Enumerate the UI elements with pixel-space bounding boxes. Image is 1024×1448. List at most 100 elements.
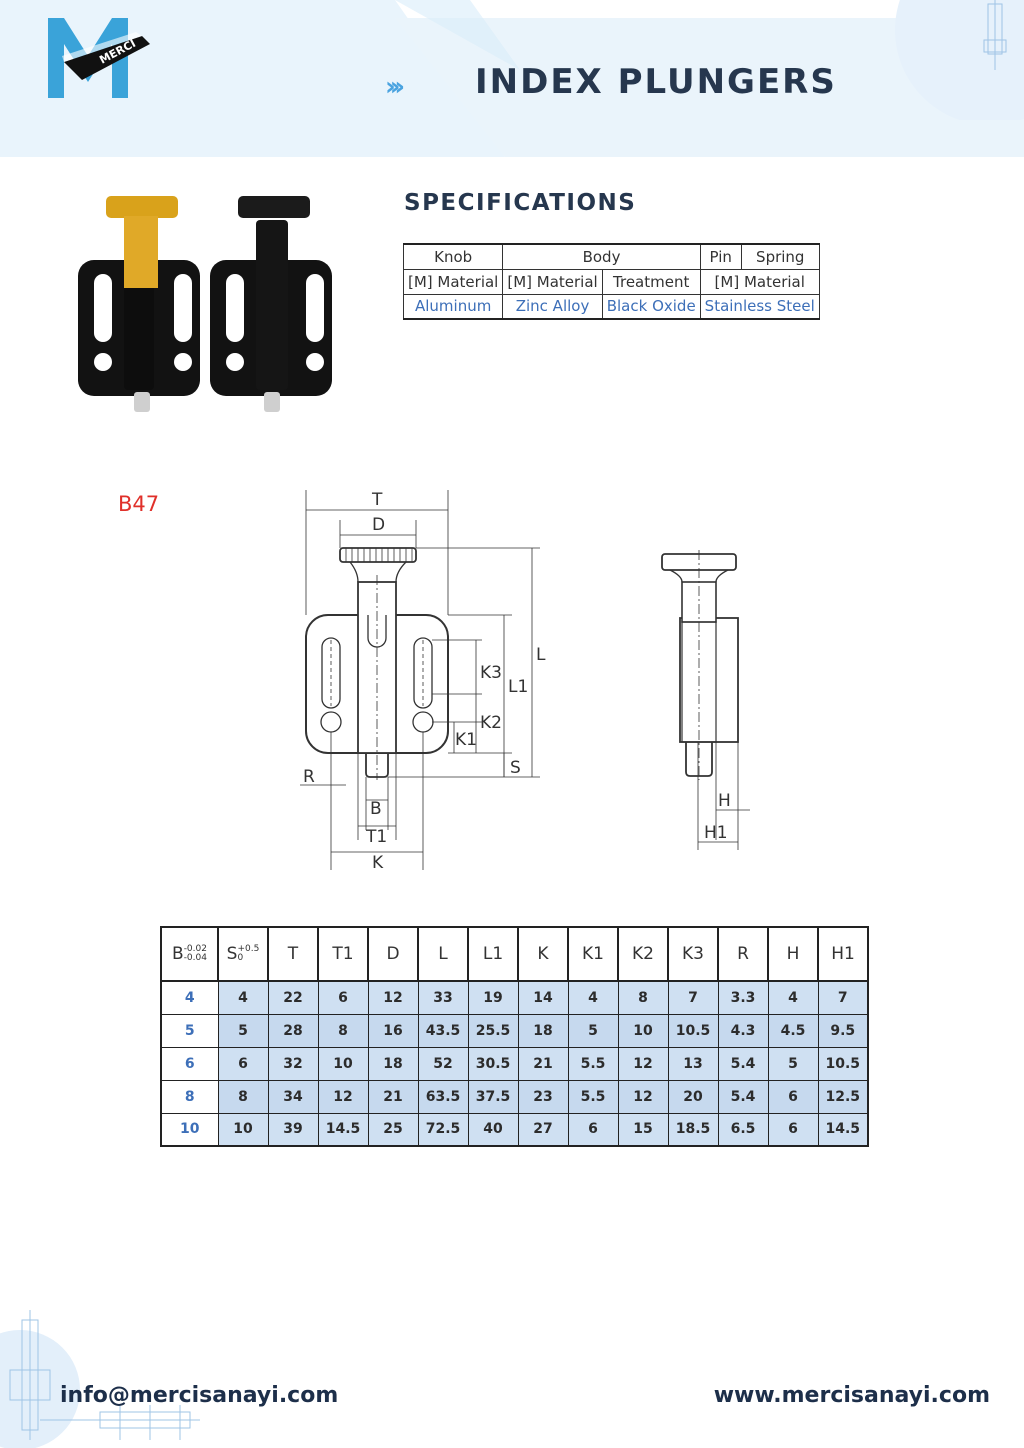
table-cell: 34 [267,1079,319,1114]
table-cell: 40 [467,1112,519,1147]
table-cell: 37.5 [467,1079,519,1114]
table-cell: 25.5 [467,1013,519,1048]
specifications-heading: SPECIFICATIONS [404,190,637,216]
spec-cell: Stainless Steel [699,293,820,320]
spec-cell: [M] Material [402,268,504,295]
dim-label-B: B [370,799,382,819]
column-header: L1 [467,926,519,982]
table-cell: 5 [767,1046,819,1081]
table-cell: 23 [517,1079,569,1114]
table-cell: 4.5 [767,1013,819,1048]
dim-label-H: H [718,791,731,811]
table-cell: 28 [267,1013,319,1048]
table-cell: 10.5 [817,1046,869,1081]
table-cell: 3.3 [717,980,769,1015]
column-header: K2 [617,926,669,982]
table-cell: 8 [617,980,669,1015]
table-cell: 52 [417,1046,469,1081]
technical-drawing: T D L L1 K3 K2 K1 S R B T1 K H H1 [300,490,750,873]
table-cell: 43.5 [417,1013,469,1048]
spec-subheader-row: [M] Material [M] Material Treatment [M] … [402,268,820,295]
page-title: INDEX PLUNGERS [475,62,837,102]
table-cell: 16 [367,1013,419,1048]
footer-website[interactable]: www.mercisanayi.com [713,1383,990,1408]
dim-label-K2: K2 [480,713,502,733]
table-cell: 14 [517,980,569,1015]
table-cell: 22 [267,980,319,1015]
table-cell: 5 [567,1013,619,1048]
dim-label-D: D [372,515,385,535]
row-size-cell: 4 [160,980,219,1015]
column-header: T1 [317,926,369,982]
column-header: L [417,926,469,982]
dim-label-T: T [371,490,383,510]
row-size-cell: 10 [160,1112,219,1147]
table-cell: 12 [617,1079,669,1114]
table-cell: 21 [367,1079,419,1114]
table-cell: 18 [517,1013,569,1048]
table-cell: 63.5 [417,1079,469,1114]
table-cell: 5 [217,1013,269,1048]
table-cell: 5.4 [717,1079,769,1114]
table-cell: 6 [767,1079,819,1114]
table-cell: 19 [467,980,519,1015]
black-plunger-image [210,196,332,412]
spec-cell: Black Oxide [601,293,701,320]
table-cell: 8 [217,1079,269,1114]
product-photo [78,196,332,412]
dim-label-T1: T1 [365,827,387,847]
table-cell: 6 [317,980,369,1015]
table-cell: 6 [767,1112,819,1147]
table-cell: 21 [517,1046,569,1081]
table-cell: 14.5 [817,1112,869,1147]
spec-value-row: Aluminum Zinc Alloy Black Oxide Stainles… [402,293,820,320]
table-cell: 6.5 [717,1112,769,1147]
column-header: K [517,926,569,982]
table-cell: 5.5 [567,1079,619,1114]
dim-label-S: S [510,758,521,778]
table-cell: 14.5 [317,1112,369,1147]
table-cell: 25 [367,1112,419,1147]
dim-label-L: L [536,645,546,665]
column-header: D [367,926,419,982]
dim-label-L1: L1 [508,677,528,697]
dim-label-R: R [303,767,315,787]
table-cell: 10 [317,1046,369,1081]
spec-header-row: Knob Body Pin Spring [402,243,820,270]
table-cell: 18 [367,1046,419,1081]
spec-cell: [M] Material [699,268,820,295]
column-header: T [267,926,319,982]
table-cell: 72.5 [417,1112,469,1147]
table-cell: 10 [217,1112,269,1147]
table-cell: 32 [267,1046,319,1081]
specifications-table: Knob Body Pin Spring [M] Material [M] Ma… [402,243,820,320]
row-size-cell: 6 [160,1046,219,1081]
table-cell: 12.5 [817,1079,869,1114]
spec-cell: Pin [699,243,742,270]
row-size-cell: 5 [160,1013,219,1048]
dim-label-K: K [372,853,384,873]
spec-cell: [M] Material [502,268,603,295]
column-header: R [717,926,769,982]
gold-plunger-image [78,196,200,412]
table-cell: 8 [317,1013,369,1048]
spec-cell: Body [502,243,701,270]
footer-email[interactable]: info@mercisanayi.com [60,1383,339,1408]
table-cell: 33 [417,980,469,1015]
table-cell: 39 [267,1112,319,1147]
table-cell: 10.5 [667,1013,719,1048]
spec-cell: Aluminum [402,293,504,320]
table-cell: 10 [617,1013,669,1048]
spec-cell: Spring [740,243,820,270]
table-cell: 4.3 [717,1013,769,1048]
table-cell: 12 [367,980,419,1015]
dim-label-H1: H1 [704,823,728,843]
company-logo: MERCI [48,18,150,98]
table-cell: 4 [217,980,269,1015]
table-cell: 15 [617,1112,669,1147]
spec-cell: Zinc Alloy [502,293,603,320]
